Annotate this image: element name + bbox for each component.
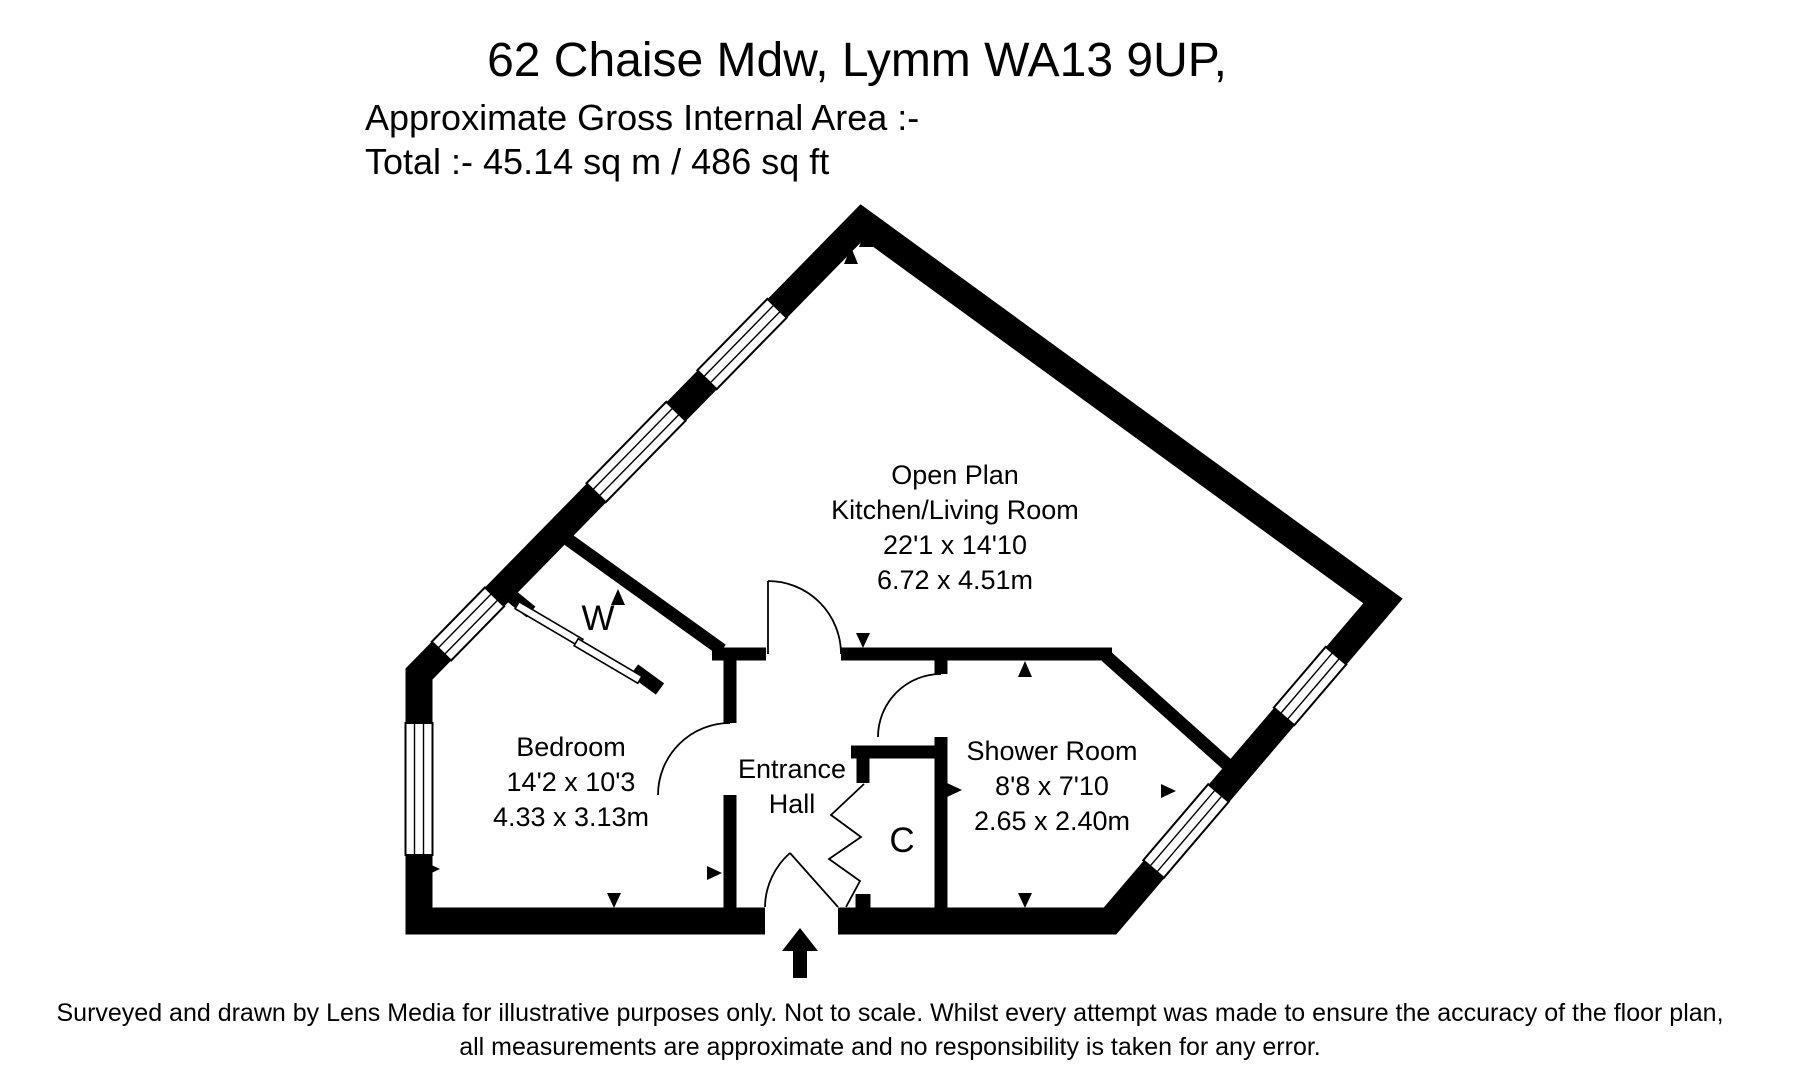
marker-shower-north-icon: [1018, 661, 1032, 677]
property-title: 62 Chaise Mdw, Lymm WA13 9UP,: [487, 34, 1227, 87]
wardrobe-sliding-door-panel-2: [572, 637, 644, 685]
total-area-value: Total :- 45.14 sq m / 486 sq ft: [365, 141, 829, 182]
wall-wardrobe-northeast: [562, 532, 726, 656]
marker-bedroom-south-icon: [607, 893, 621, 908]
wall-wardrobe-jamb-east: [629, 664, 665, 695]
window-lower-right-2: [1141, 782, 1231, 880]
marker-shower-west-icon: [947, 783, 962, 797]
disclaimer-line2: all measurements are approximate and no …: [459, 1033, 1321, 1061]
marker-bedroom-west-icon: [425, 862, 440, 876]
window-bedroom-west: [404, 722, 434, 856]
kitchen-door-arc: [767, 580, 842, 655]
front-door-arc: [764, 852, 791, 908]
kitchen-name-line2: Kitchen/Living Room: [831, 495, 1079, 525]
hall-name-line2: Hall: [769, 789, 816, 819]
marker-bedroom-east-icon: [707, 866, 722, 880]
cupboard-bifold-door: [827, 783, 865, 908]
shower-name: Shower Room: [966, 736, 1137, 766]
gross-internal-area-label: Approximate Gross Internal Area :-: [365, 97, 919, 138]
window-upper-left-1: [695, 297, 789, 391]
marker-shower-east-icon: [1161, 784, 1176, 798]
shower-door-arc: [877, 673, 942, 738]
shower-label-group: Shower Room 8'8 x 7'10 2.65 x 2.40m: [966, 736, 1137, 836]
wall-kitchen-shower-divider: [1101, 651, 1245, 781]
bedroom-size-imperial: 14'2 x 10'3: [507, 767, 636, 797]
disclaimer-line1: Surveyed and drawn by Lens Media for ill…: [56, 999, 1723, 1027]
kitchen-label-group: Open Plan Kitchen/Living Room 22'1 x 14'…: [831, 460, 1079, 595]
bedroom-size-metric: 4.33 x 3.13m: [493, 802, 649, 832]
marker-wardrobe-icon: [611, 589, 625, 605]
marker-apex-2-icon: [844, 247, 858, 264]
bedroom-door-arc: [657, 722, 731, 796]
shower-size-metric: 2.65 x 2.40m: [974, 806, 1130, 836]
bedroom-label-group: Bedroom 14'2 x 10'3 4.33 x 3.13m: [493, 732, 649, 832]
marker-shower-south-icon: [1018, 893, 1032, 908]
exterior-wall-outline: [405, 204, 1403, 935]
entrance-arrow-icon: [782, 928, 818, 978]
marker-kitchen-wall-icon: [856, 633, 870, 648]
hall-name-line1: Entrance: [738, 754, 846, 784]
wardrobe-abbr: W: [581, 599, 614, 638]
shower-size-imperial: 8'8 x 7'10: [995, 771, 1109, 801]
kitchen-size-metric: 6.72 x 4.51m: [877, 565, 1033, 595]
marker-apex-1-icon: [859, 229, 873, 247]
front-door-leaf: [789, 852, 839, 908]
window-upper-left-2: [585, 400, 687, 504]
window-upper-left-3: [430, 585, 506, 663]
window-lower-right-1: [1272, 645, 1348, 727]
cupboard-abbr: C: [889, 821, 914, 860]
kitchen-size-imperial: 22'1 x 14'10: [883, 530, 1027, 560]
hall-label-group: Entrance Hall: [738, 754, 846, 819]
kitchen-name-line1: Open Plan: [891, 460, 1019, 490]
bedroom-name: Bedroom: [516, 732, 626, 762]
